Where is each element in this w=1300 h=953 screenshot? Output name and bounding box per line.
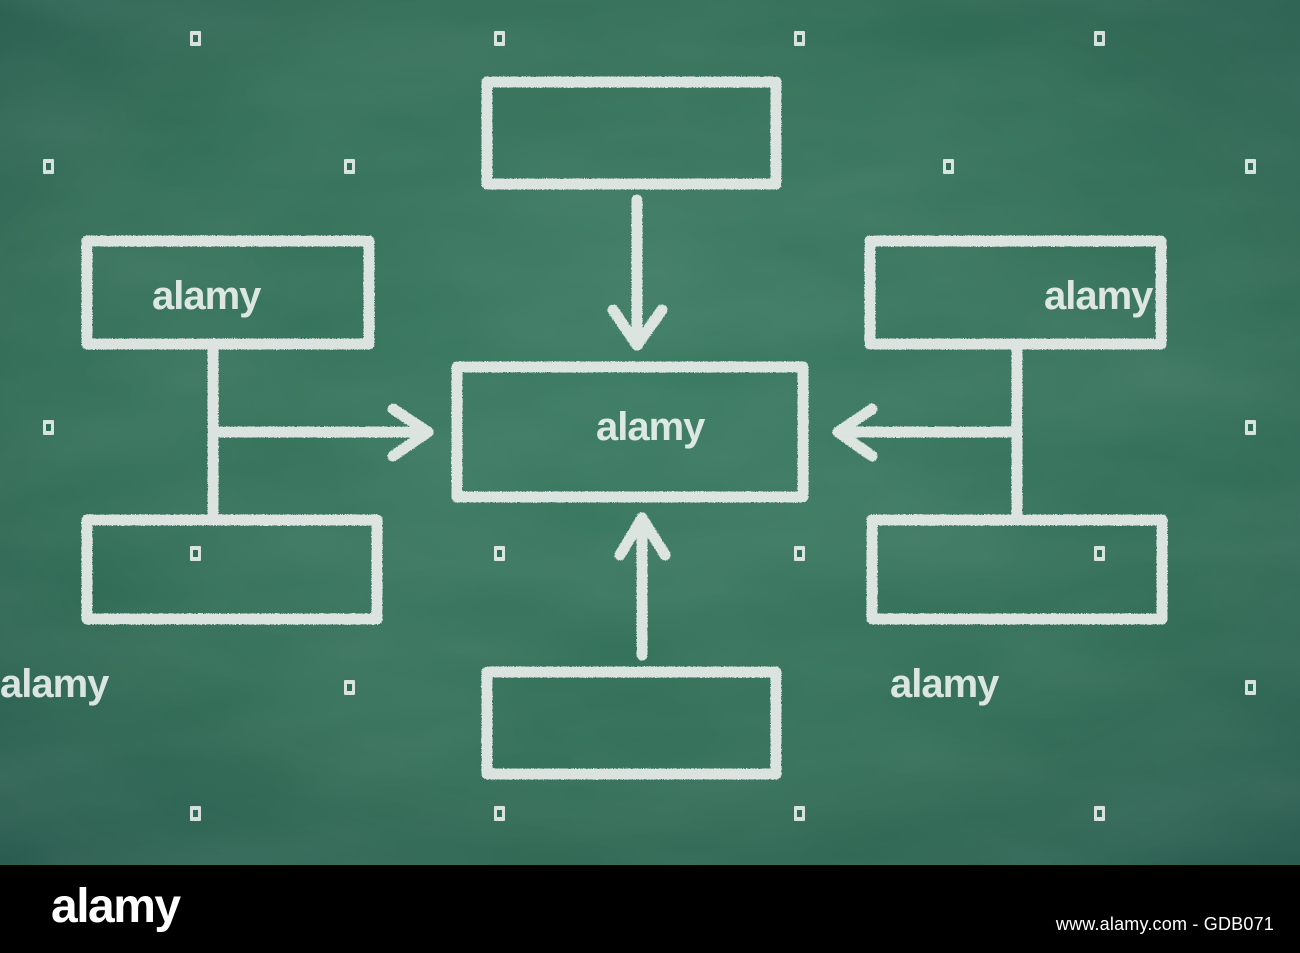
- watermark-mark-icon: [190, 806, 201, 821]
- box-left-upper: [81, 235, 375, 350]
- watermark-mark-icon: [190, 546, 201, 561]
- box-right-upper: [864, 235, 1167, 350]
- box-top: [481, 76, 782, 190]
- watermark-mark-icon: [943, 159, 954, 174]
- box-left-lower: [81, 514, 383, 625]
- watermark-mark-icon: [43, 420, 54, 435]
- watermark-text: alamy: [890, 662, 999, 706]
- watermark-mark-icon: [1245, 159, 1256, 174]
- arrow-left-head: [387, 403, 434, 462]
- watermark-mark-icon: [1245, 680, 1256, 695]
- arrow-bottom-head: [614, 512, 671, 561]
- image-id-label: www.alamy.com - GDB071: [1055, 914, 1274, 934]
- watermark-mark-icon: [794, 546, 805, 561]
- watermark-mark-icon: [1094, 806, 1105, 821]
- watermark-mark-icon: [494, 546, 505, 561]
- watermark-mark-icon: [43, 159, 54, 174]
- alamy-logo: alamy: [51, 880, 181, 933]
- stock-footer-bar: alamy www.alamy.com - GDB071: [0, 865, 1300, 953]
- watermark-mark-icon: [1245, 420, 1256, 435]
- arrow-right-head: [832, 403, 878, 462]
- arrow-top-head: [607, 304, 668, 351]
- watermark-text: alamy: [152, 274, 261, 318]
- watermark-mark-icon: [1094, 31, 1105, 46]
- watermark-text: alamy: [0, 662, 109, 706]
- watermark-mark-icon: [1094, 546, 1105, 561]
- chalkboard: alamy alamy alamy alamy alamy: [0, 0, 1300, 865]
- watermark-mark-icon: [344, 159, 355, 174]
- watermark-text: alamy: [1044, 274, 1153, 318]
- watermark-mark-icon: [794, 806, 805, 821]
- watermark-mark-icon: [794, 31, 805, 46]
- box-bottom: [481, 666, 782, 780]
- watermark-mark-icon: [494, 31, 505, 46]
- watermark-text: alamy: [596, 405, 705, 449]
- chalkboard-drawing: [0, 0, 1300, 865]
- box-center: [451, 361, 809, 503]
- watermark-mark-icon: [344, 680, 355, 695]
- watermark-mark-icon: [190, 31, 201, 46]
- watermark-mark-icon: [494, 806, 505, 821]
